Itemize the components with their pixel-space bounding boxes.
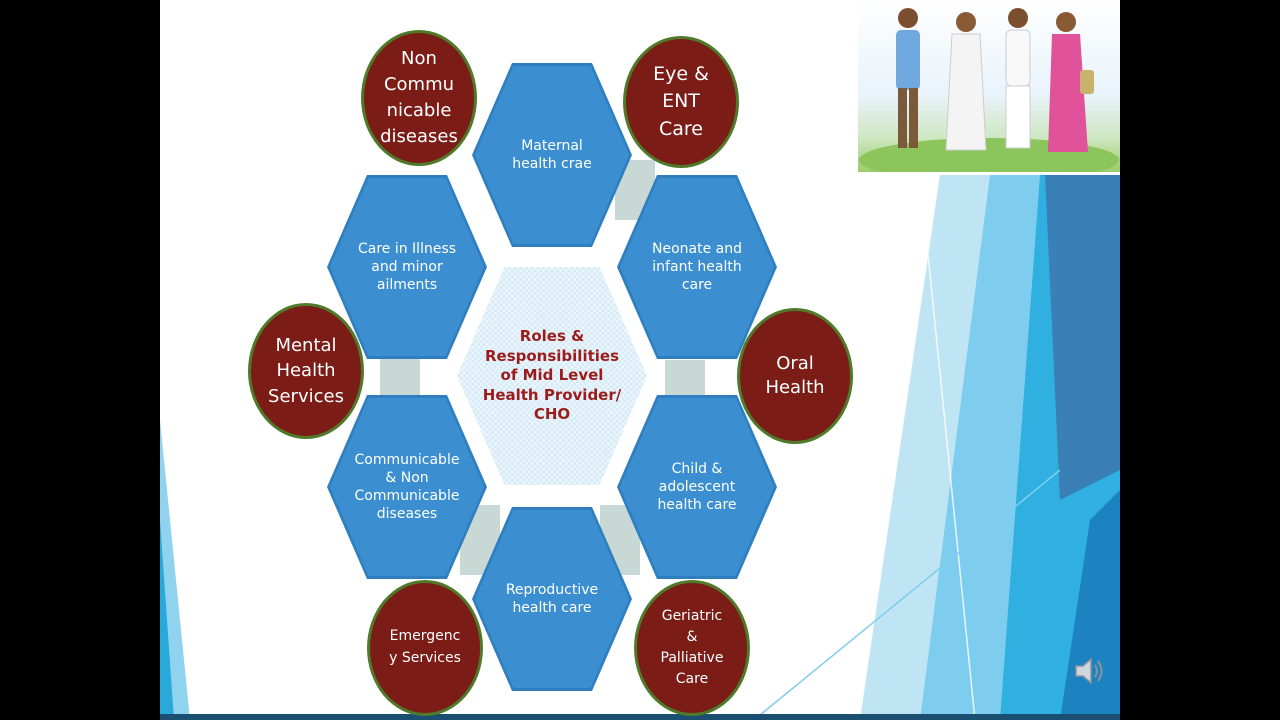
circle-eye-ent: Eye & ENT Care: [623, 36, 739, 168]
hex-label: Reproductive health care: [505, 581, 599, 616]
circle-label: Emergenc y Services: [389, 628, 461, 666]
connector: [665, 360, 705, 400]
circle-label: Geriatric & Palliative Care: [660, 608, 724, 687]
circle-non-communicable: Non Commu nicable diseases: [361, 30, 477, 166]
circle-oral-health: Oral Health: [737, 308, 853, 444]
hex-label: Care in Illness and minor ailments: [357, 240, 457, 294]
hex-label: Communicable & Non Communicable diseases: [354, 451, 460, 523]
hex-label: Child & adolescent health care: [657, 460, 737, 514]
slide-background-shapes: [160, 174, 1120, 720]
circle-geriatric-palliative: Geriatric & Palliative Care: [634, 580, 750, 716]
presentation-slide: Roles & Responsibilities of Mid Level He…: [160, 0, 1120, 720]
health-workers-illustration: [859, 8, 1119, 172]
speaker-icon[interactable]: [1072, 654, 1106, 688]
circle-emergency-services: Emergenc y Services: [367, 580, 483, 716]
hex-label: Maternal health crae: [512, 137, 592, 172]
connector: [380, 355, 420, 400]
circle-mental-health: Mental Health Services: [248, 303, 364, 439]
hex-neonate-infant-care: Neonate and infant health care: [617, 175, 777, 359]
circle-label: Oral Health: [765, 352, 825, 398]
circle-label: Non Commu nicable diseases: [380, 47, 458, 148]
hex-child-adolescent-care: Child & adolescent health care: [617, 395, 777, 579]
circle-label: Eye & ENT Care: [653, 62, 709, 140]
center-label: Roles & Responsibilities of Mid Level He…: [482, 327, 622, 424]
hex-label: Neonate and infant health care: [652, 240, 742, 294]
people-illustration-panel: [858, 0, 1120, 172]
circle-label: Mental Health Services: [268, 335, 344, 407]
